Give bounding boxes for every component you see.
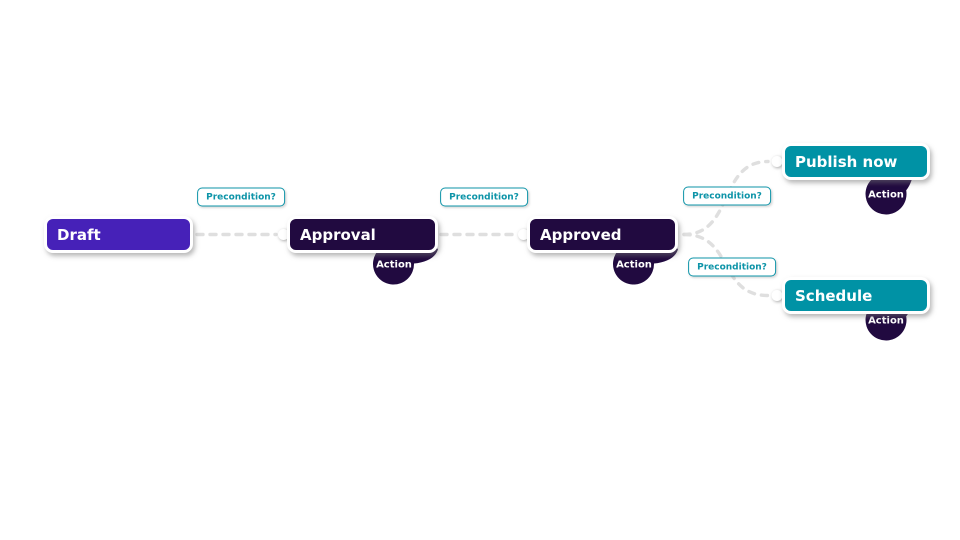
action-badge-label: Action (868, 316, 904, 327)
node-publish-now[interactable]: Publish now (782, 143, 930, 180)
action-badge-approved[interactable]: Action (613, 243, 678, 285)
action-badge-shape (373, 243, 438, 285)
edge-endpoint-dot (518, 229, 529, 240)
action-badge-shape (613, 243, 678, 285)
edge-endpoint-dot (278, 229, 289, 240)
edge-endpoint-dot (771, 156, 783, 167)
node-label: Approved (540, 225, 622, 244)
precondition-label: Precondition? (692, 191, 762, 201)
action-badge-label: Action (616, 260, 652, 271)
precondition-badge-draft-approval[interactable]: Precondition? (197, 187, 285, 207)
precondition-label: Precondition? (697, 262, 767, 272)
precondition-badge-approved-schedule[interactable]: Precondition? (688, 257, 776, 277)
action-badge-label: Action (376, 260, 412, 271)
node-approval[interactable]: Approval (287, 216, 438, 253)
node-label: Draft (57, 225, 101, 244)
node-label: Approval (300, 225, 376, 244)
precondition-label: Precondition? (449, 192, 519, 202)
precondition-badge-approved-publish-now[interactable]: Precondition? (683, 186, 771, 206)
edge-endpoint-dot (771, 290, 783, 301)
node-schedule[interactable]: Schedule (782, 277, 930, 314)
action-badge-approval[interactable]: Action (373, 243, 438, 285)
node-label: Publish now (795, 152, 898, 171)
node-approved[interactable]: Approved (527, 216, 678, 253)
precondition-label: Precondition? (206, 192, 276, 202)
action-badge-label: Action (868, 190, 904, 201)
node-label: Schedule (795, 286, 873, 305)
node-draft[interactable]: Draft (44, 216, 193, 253)
precondition-badge-approval-approved[interactable]: Precondition? (440, 187, 528, 207)
